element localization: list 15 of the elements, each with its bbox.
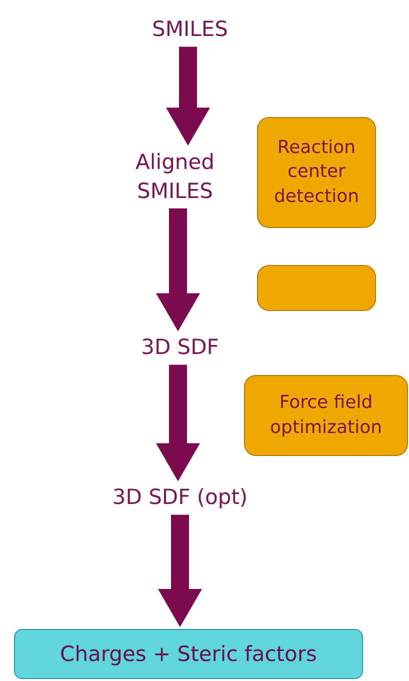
empty-process-box (257, 265, 376, 311)
arrow (156, 364, 200, 482)
format-label: 3D SDF (141, 334, 219, 362)
box-text: Force field optimization (269, 391, 383, 440)
format-label: SMILES (152, 16, 228, 44)
result-box (14, 629, 363, 679)
arrow (156, 208, 200, 332)
arrow (158, 514, 202, 627)
box-text: Charges + Steric factors (60, 642, 317, 666)
box-text: Reaction center detection (272, 136, 360, 209)
arrow (166, 46, 210, 146)
process-box (257, 117, 376, 228)
process-box (244, 375, 408, 456)
format-label: Aligned SMILES (134, 148, 216, 205)
format-label: 3D SDF (opt) (112, 484, 248, 512)
